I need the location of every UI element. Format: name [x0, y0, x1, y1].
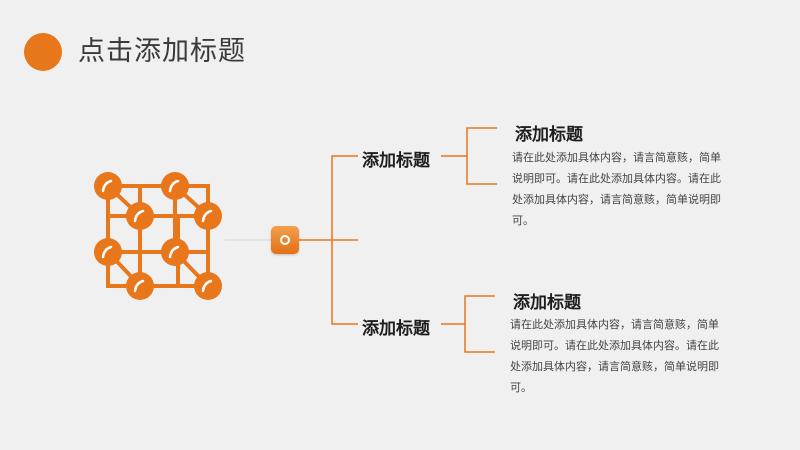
branch-2-item-title: 添加标题	[513, 293, 581, 313]
branch-2-bracket	[464, 295, 495, 353]
page-title: 点击添加标题	[78, 36, 246, 67]
branch-1-label: 添加标题	[362, 151, 430, 171]
molecule-nodes	[94, 172, 222, 300]
molecule-cube-icon	[106, 184, 210, 288]
branch-2-label: 添加标题	[362, 319, 430, 339]
title-bullet	[24, 33, 62, 71]
molecule-highlights	[101, 179, 213, 293]
branch-1-bracket	[466, 127, 497, 185]
branch-1-item-desc: 请在此处添加具体内容，请言简意赅，简单说明即可。请在此处添加具体内容。请在此处添…	[512, 151, 721, 227]
ring-icon	[271, 226, 299, 254]
branch-1-item-title: 添加标题	[515, 125, 583, 145]
branch-2-item-desc: 请在此处添加具体内容，请言简意赅，简单说明即可。请在此处添加具体内容。请在此处添…	[510, 318, 719, 394]
left-bracket	[331, 155, 358, 325]
